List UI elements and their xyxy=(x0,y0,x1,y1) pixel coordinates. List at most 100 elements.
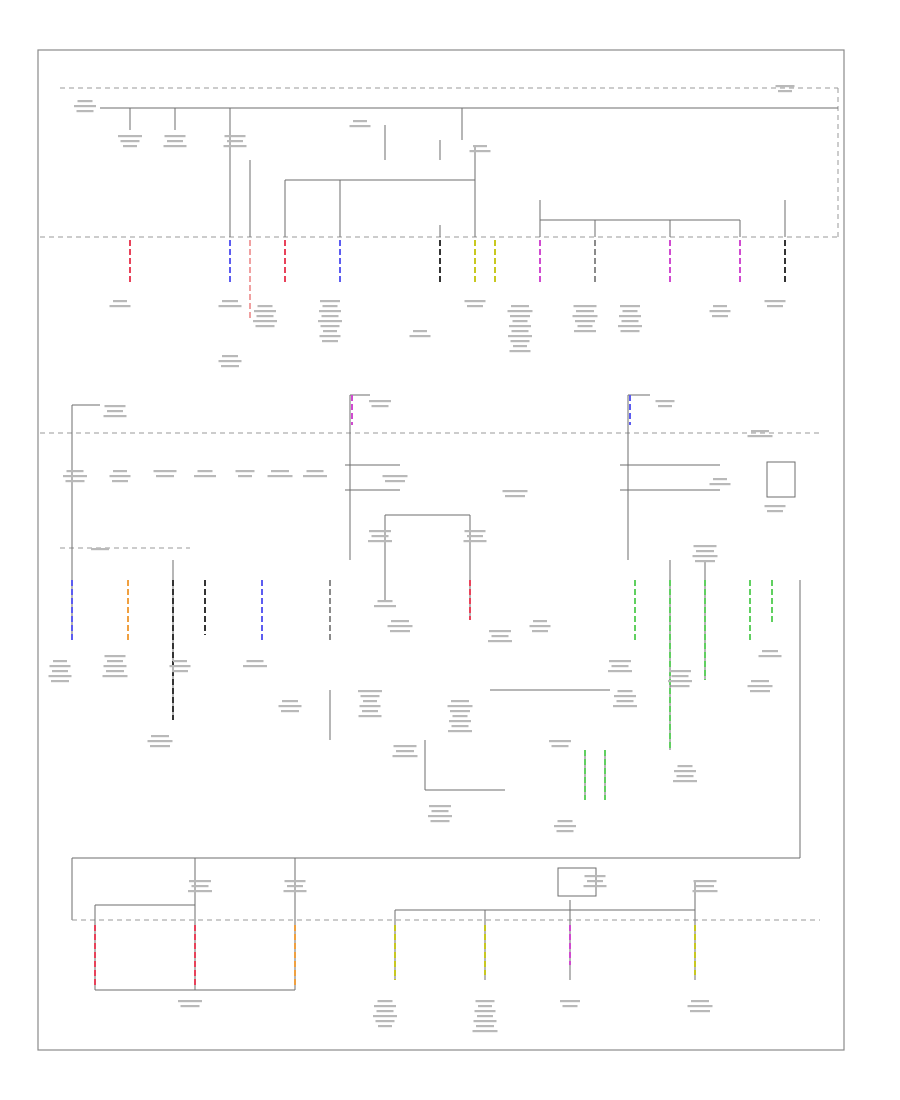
label-blur xyxy=(510,340,530,343)
label-blur xyxy=(464,300,486,303)
label-blur xyxy=(670,685,690,688)
label-blur xyxy=(218,305,242,308)
label-blur xyxy=(318,320,342,323)
label-blur xyxy=(658,405,672,408)
label-blur xyxy=(467,535,483,538)
label-blur xyxy=(560,1000,580,1003)
upper-fuse-box-outline xyxy=(40,87,839,238)
label-blur xyxy=(713,478,727,481)
label-blur xyxy=(281,710,299,713)
label-blur xyxy=(551,745,569,748)
label-blur xyxy=(687,1005,713,1008)
label-blur xyxy=(222,300,238,303)
label-blur xyxy=(255,325,275,328)
label-blur xyxy=(320,300,340,303)
label-blur xyxy=(562,1005,578,1008)
label-blur xyxy=(123,145,137,148)
label-blur xyxy=(254,310,276,313)
label-blur xyxy=(48,675,72,678)
label-blur xyxy=(622,310,638,313)
label-blur xyxy=(532,630,548,633)
label-blur xyxy=(109,305,131,308)
label-blur xyxy=(360,695,380,698)
label-blur xyxy=(713,305,727,308)
label-blur xyxy=(374,1005,396,1008)
label-blur xyxy=(533,620,547,623)
label-blur xyxy=(153,470,177,473)
label-blur xyxy=(451,725,469,728)
label-blur xyxy=(375,1020,395,1023)
label-blur xyxy=(692,890,718,893)
label-blur xyxy=(691,1000,709,1003)
label-blur xyxy=(109,475,131,478)
label-blur xyxy=(387,625,413,628)
label-blur xyxy=(508,335,532,338)
label-blur xyxy=(619,315,641,318)
label-blur xyxy=(322,305,338,308)
lower-wiring xyxy=(72,461,820,991)
label-blur xyxy=(221,365,239,368)
label-blur xyxy=(620,305,640,308)
label-blur xyxy=(474,1010,496,1013)
label-blur xyxy=(180,1005,200,1008)
label-blur xyxy=(368,540,392,543)
label-blur xyxy=(222,355,238,358)
label-blur xyxy=(450,710,470,713)
label-blur xyxy=(447,705,473,708)
label-blur xyxy=(584,875,606,878)
label-blur xyxy=(243,665,267,668)
label-blur xyxy=(91,548,109,551)
label-blur xyxy=(320,325,340,328)
label-blur xyxy=(695,560,715,563)
label-blur xyxy=(376,1010,394,1013)
label-blur xyxy=(363,700,377,703)
label-blur xyxy=(218,360,242,363)
label-blur xyxy=(762,650,778,653)
label-blur xyxy=(223,145,247,148)
label-blur xyxy=(677,765,693,768)
illegible-component-labels xyxy=(48,85,795,1033)
label-blur xyxy=(473,145,487,148)
label-blur xyxy=(377,600,393,603)
label-blur xyxy=(106,670,124,673)
label-blur xyxy=(374,605,396,608)
label-blur xyxy=(621,320,639,323)
label-blur xyxy=(319,335,341,338)
label-blur xyxy=(671,675,689,678)
label-blur xyxy=(156,475,174,478)
label-blur xyxy=(120,140,140,143)
label-blur xyxy=(655,400,675,403)
label-blur xyxy=(767,510,783,513)
label-blur xyxy=(267,475,293,478)
label-blur xyxy=(235,470,255,473)
label-blur xyxy=(103,665,127,668)
label-blur xyxy=(378,1025,392,1028)
label-blur xyxy=(246,660,264,663)
label-blur xyxy=(194,475,216,478)
label-blur xyxy=(609,660,631,663)
label-blur xyxy=(467,305,483,308)
label-blur xyxy=(163,145,187,148)
label-blur xyxy=(102,675,128,678)
label-blur xyxy=(319,310,341,313)
label-blur xyxy=(413,330,427,333)
label-blur xyxy=(764,505,786,508)
label-blur xyxy=(616,700,634,703)
label-blur xyxy=(150,745,170,748)
label-blur xyxy=(764,300,786,303)
label-blur xyxy=(510,315,530,318)
label-blur xyxy=(668,680,692,683)
middle-wiring xyxy=(71,394,801,920)
label-blur xyxy=(449,720,471,723)
label-blur xyxy=(750,690,770,693)
label-blur xyxy=(478,1005,492,1008)
label-blur xyxy=(747,685,773,688)
label-blur xyxy=(693,880,717,883)
label-blur xyxy=(172,670,188,673)
label-blur xyxy=(74,105,96,108)
label-blur xyxy=(475,1000,495,1003)
label-blur xyxy=(513,345,527,348)
label-blur xyxy=(371,535,389,538)
label-blur xyxy=(669,670,691,673)
label-blur xyxy=(549,740,571,743)
